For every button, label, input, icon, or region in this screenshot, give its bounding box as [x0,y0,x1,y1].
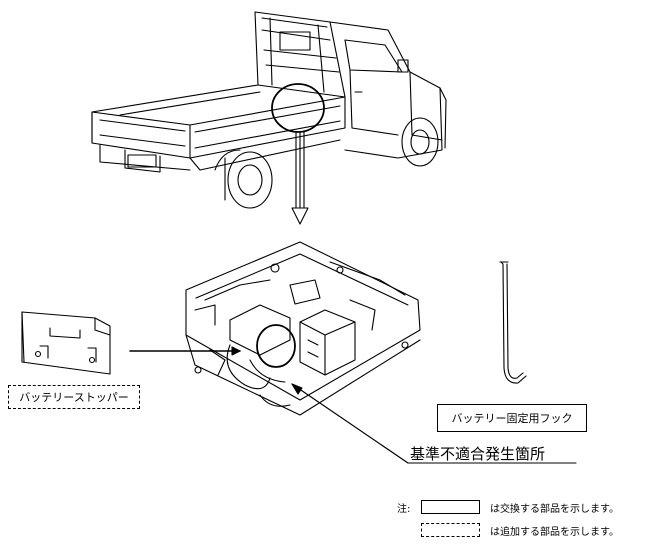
legend-add-text: は追加する部品を示します。 [490,527,619,538]
legend-dashed-box [421,523,480,537]
battery-stopper-illustration [21,311,111,375]
battery-hook-label: バッテリー固定用フック [437,404,587,432]
legend-solid-box [421,500,480,514]
defect-location-label: 基準不適合発生箇所 [410,445,546,463]
legend-replace-text: は交換する部品を示します。 [490,504,619,515]
defect-leader-line [291,383,409,464]
defect-leader-arrowhead [291,383,303,395]
legend-note-prefix: 注: [397,504,411,515]
battery-hook-illustration [499,261,527,384]
stopper-leader-arrowhead [231,346,241,356]
engine-bay-illustration [185,241,421,416]
battery-stopper-label: バッテリーストッパー [8,385,140,409]
zoom-arrow [291,131,309,225]
truck-illustration [91,11,447,209]
